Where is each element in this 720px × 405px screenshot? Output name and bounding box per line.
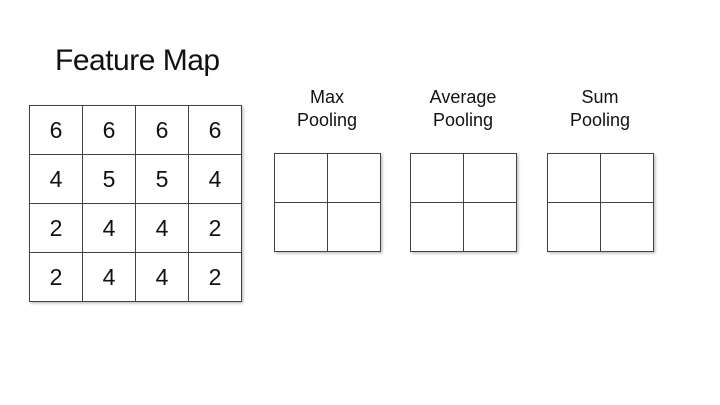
pooling-row xyxy=(273,153,381,203)
pooling-cell xyxy=(462,153,517,203)
max-pooling-grid xyxy=(273,153,381,252)
feature-map-cell: 4 xyxy=(29,154,83,204)
feature-map-cell: 2 xyxy=(29,203,83,253)
pooling-cell xyxy=(599,153,654,203)
pooling-row xyxy=(273,202,381,252)
feature-map-row: 2 4 4 2 xyxy=(29,203,242,253)
feature-map-cell: 6 xyxy=(135,105,189,155)
feature-map-cell: 5 xyxy=(135,154,189,204)
pooling-cell xyxy=(409,153,464,203)
pooling-section-sum: Sum Pooling xyxy=(546,86,654,252)
pooling-label: Average Pooling xyxy=(409,86,517,132)
feature-map-cell: 4 xyxy=(82,252,136,302)
pooling-cell xyxy=(273,202,328,252)
pooling-section-max: Max Pooling xyxy=(273,86,381,252)
feature-map-cell: 4 xyxy=(82,203,136,253)
pooling-cell xyxy=(462,202,517,252)
feature-map-cell: 2 xyxy=(188,252,242,302)
pooling-cell xyxy=(409,202,464,252)
pooling-section-average: Average Pooling xyxy=(409,86,517,252)
page-title: Feature Map xyxy=(55,44,220,77)
pooling-cell xyxy=(599,202,654,252)
feature-map-cell: 4 xyxy=(188,154,242,204)
feature-map-row: 2 4 4 2 xyxy=(29,252,242,302)
pooling-row xyxy=(409,153,517,203)
pooling-label-line1: Average xyxy=(429,87,497,107)
feature-map-cell: 5 xyxy=(82,154,136,204)
feature-map-cell: 4 xyxy=(135,252,189,302)
feature-map-cell: 2 xyxy=(188,203,242,253)
feature-map-cell: 2 xyxy=(29,252,83,302)
pooling-label: Sum Pooling xyxy=(546,86,654,132)
pooling-label-line1: Max xyxy=(309,87,344,107)
pooling-cell xyxy=(546,202,601,252)
pooling-cell xyxy=(326,153,381,203)
pooling-cell xyxy=(546,153,601,203)
pooling-cell xyxy=(326,202,381,252)
feature-map-row: 6 6 6 6 xyxy=(29,105,242,155)
pooling-cell xyxy=(273,153,328,203)
feature-map-cell: 6 xyxy=(188,105,242,155)
pooling-row xyxy=(546,202,654,252)
feature-map-cell: 6 xyxy=(82,105,136,155)
pooling-label: Max Pooling xyxy=(273,86,381,132)
pooling-label-line1: Sum xyxy=(581,87,619,107)
pooling-row xyxy=(546,153,654,203)
feature-map-row: 4 5 5 4 xyxy=(29,154,242,204)
pooling-label-line2: Pooling xyxy=(432,110,494,130)
feature-map-grid: 6 6 6 6 4 5 5 4 2 4 4 2 2 4 4 2 xyxy=(29,105,242,302)
pooling-row xyxy=(409,202,517,252)
average-pooling-grid xyxy=(409,153,517,252)
feature-map-cell: 6 xyxy=(29,105,83,155)
sum-pooling-grid xyxy=(546,153,654,252)
pooling-label-line2: Pooling xyxy=(296,110,358,130)
feature-map-cell: 4 xyxy=(135,203,189,253)
pooling-label-line2: Pooling xyxy=(569,110,631,130)
